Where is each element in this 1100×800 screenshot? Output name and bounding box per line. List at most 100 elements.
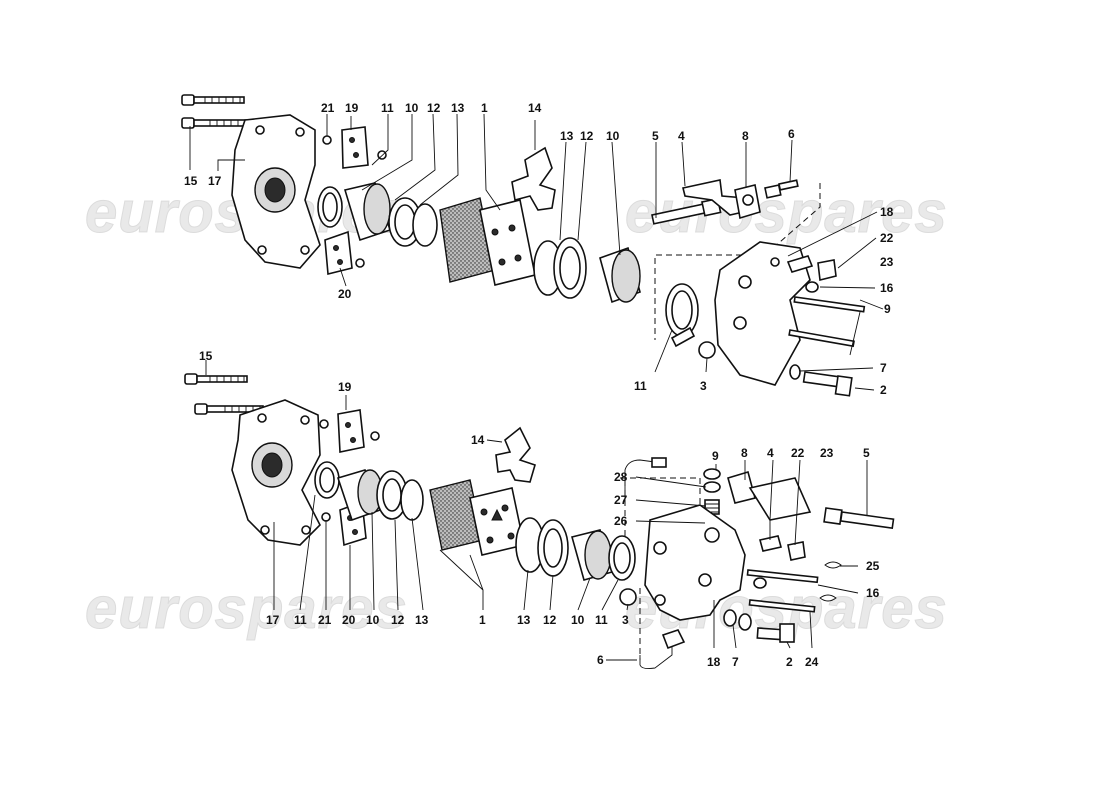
callout-17-bottom: 17 (266, 613, 280, 627)
spring-clip-14-bottom (495, 426, 536, 483)
callout-3-bottom: 3 (622, 613, 629, 627)
plate-20-top (324, 230, 353, 276)
callout-16-top: 16 (880, 281, 894, 295)
callout-26: 26 (614, 514, 628, 528)
nut-21-top (322, 135, 332, 145)
callout-21-top: 21 (321, 101, 335, 115)
bleeder-top (670, 326, 696, 348)
callout-7-top: 7 (880, 361, 887, 375)
callout-6-top: 6 (788, 127, 795, 141)
nut-16-top (805, 281, 819, 293)
bottom-assembly (184, 373, 895, 670)
bolt-2-top (802, 371, 853, 397)
callout-11-bottom: 11 (294, 613, 307, 627)
ring-13-top (412, 203, 438, 247)
callout-9-top: 9 (884, 302, 891, 316)
brake-pads-1-bottom (429, 479, 525, 556)
callout-12-bottom: 12 (391, 613, 405, 627)
callout-5-bottom: 5 (863, 446, 870, 460)
callout-8-top: 8 (742, 129, 749, 143)
callout-25: 25 (866, 559, 880, 573)
callout-1-bottom: 1 (479, 613, 486, 627)
callout-18-bottom: 18 (707, 655, 721, 669)
callout-23-top: 23 (880, 255, 894, 269)
clip-25 (819, 561, 842, 602)
cap-23-bottom (787, 541, 806, 561)
callout-2-top: 2 (880, 383, 887, 397)
callout-16-bottom: 16 (866, 586, 880, 600)
piston-10-bottom (336, 469, 383, 522)
bolt-2-bottom (756, 623, 795, 643)
callout-13-top-right: 13 (560, 129, 574, 143)
washer-7-bottom (723, 609, 737, 627)
plate-19-top (341, 126, 369, 169)
callout-15-bottom: 15 (199, 349, 213, 363)
callout-10-bottom: 10 (366, 613, 380, 627)
fitting-22-top (786, 255, 814, 273)
piston-10-bottom-right (571, 529, 613, 581)
callout-24: 24 (805, 655, 819, 669)
spring-clip-14-top (511, 146, 556, 211)
callout-10-top-right: 10 (606, 129, 620, 143)
callout-10-bottom-right: 10 (571, 613, 585, 627)
callout-27: 27 (614, 493, 628, 507)
bolt-15-bottom (184, 373, 264, 415)
callout-11-top-right: 11 (634, 379, 647, 393)
callout-4-top: 4 (678, 129, 685, 143)
pin-16-bottom (746, 569, 819, 584)
callout-17-top: 17 (208, 174, 222, 188)
callout-20-top: 20 (338, 287, 352, 301)
cap-23-top (817, 259, 837, 281)
bracket-4-bottom (748, 477, 812, 521)
pins-9-top (788, 296, 866, 348)
caliper-half-17-bottom (231, 399, 321, 546)
caliper-half-18-top (714, 241, 811, 386)
callout-11-top: 11 (381, 101, 394, 115)
callout-5-top: 5 (652, 129, 659, 143)
callout-13-top: 13 (451, 101, 465, 115)
callout-11-bottom-right: 11 (595, 613, 608, 627)
brake-hose-6 (639, 640, 673, 670)
callout-19-top: 19 (345, 101, 359, 115)
callout-14-bottom: 14 (471, 433, 485, 447)
callout-4-bottom: 4 (767, 446, 774, 460)
brake-pads-1-top (439, 197, 536, 286)
washer-3-top (698, 341, 716, 359)
plate-19-bottom (337, 409, 365, 453)
callout-13-bottom-right: 13 (517, 613, 531, 627)
callout-8-bottom: 8 (741, 446, 748, 460)
seal-28 (703, 468, 721, 480)
callout-12-bottom-right: 12 (543, 613, 557, 627)
pin-24-bottom (748, 599, 816, 613)
piston-10-top-right (599, 246, 641, 304)
callout-22-top: 22 (880, 231, 894, 245)
callout-1-top: 1 (481, 101, 488, 115)
pin-5-bottom (823, 507, 895, 530)
callout-19-bottom: 19 (338, 380, 352, 394)
callout-18-top: 18 (880, 205, 894, 219)
ring-13-bottom (400, 479, 424, 521)
clip-8-bottom (727, 470, 756, 504)
callout-7-bottom: 7 (732, 655, 739, 669)
callout-20-bottom: 20 (342, 613, 356, 627)
callout-labels: 21 19 11 10 12 13 1 14 13 12 10 5 4 8 6 … (184, 101, 894, 669)
callout-15-top: 15 (184, 174, 198, 188)
fitting-22-bottom (759, 535, 782, 552)
callout-23-bottom: 23 (820, 446, 834, 460)
washer-3-bottom (619, 588, 637, 606)
caliper-half-17-top (231, 114, 321, 269)
callout-14-top: 14 (528, 101, 542, 115)
callout-13-bottom: 13 (415, 613, 429, 627)
callout-6-bottom: 6 (597, 653, 604, 667)
callout-22-bottom: 22 (791, 446, 805, 460)
leader-lines (189, 113, 884, 661)
washer-7-top (789, 364, 801, 380)
callout-9-bottom: 9 (712, 449, 719, 463)
callout-12-top-right: 12 (580, 129, 594, 143)
bleed-valve-6-top (764, 179, 799, 199)
callout-28: 28 (614, 470, 628, 484)
callout-10-top: 10 (405, 101, 419, 115)
brake-pipe (624, 459, 656, 505)
callout-3-top: 3 (700, 379, 707, 393)
